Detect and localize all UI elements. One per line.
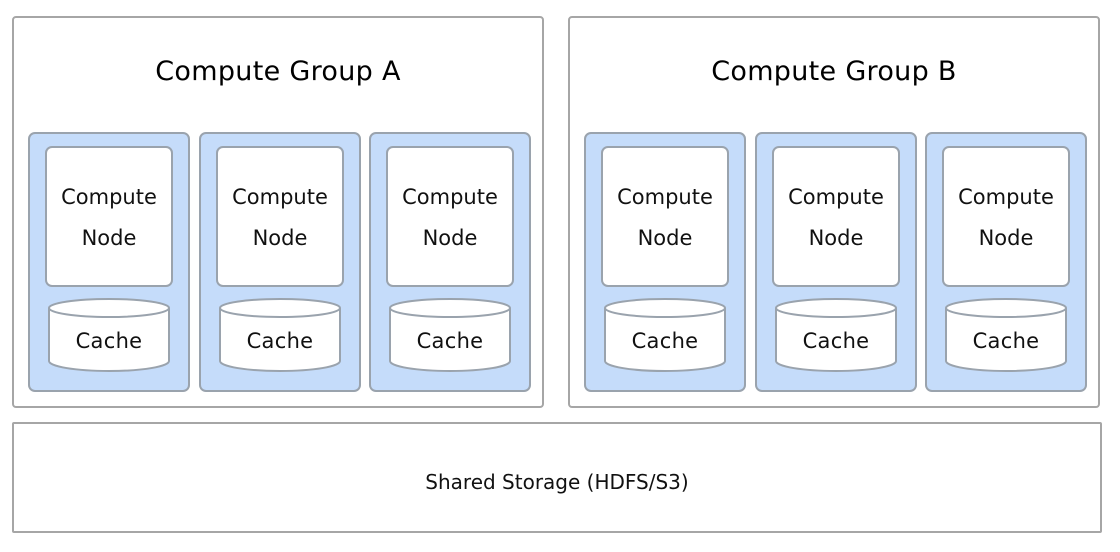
- compute-group-b-node-3: Compute Node Cache: [925, 132, 1087, 392]
- cache-cylinder-icon: [775, 298, 897, 372]
- compute-group-a-node-2: Compute Node Cache: [199, 132, 361, 392]
- compute-node-box: Compute Node: [45, 146, 173, 287]
- compute-group-a-node-1: Compute Node Cache: [28, 132, 190, 392]
- cache-label: Cache: [416, 329, 484, 353]
- compute-group-b: Compute Group B Compute Node Cache Compu…: [568, 16, 1100, 408]
- cache-cylinder: Cache: [604, 298, 726, 373]
- cache-label: Cache: [802, 329, 870, 353]
- compute-node-box: Compute Node: [942, 146, 1070, 287]
- cache-cylinder: Cache: [389, 298, 511, 373]
- cache-cylinder: Cache: [945, 298, 1067, 373]
- compute-group-b-node-1: Compute Node Cache: [584, 132, 746, 392]
- cache-cylinder-icon: [389, 298, 511, 372]
- compute-node-box: Compute Node: [772, 146, 900, 287]
- shared-storage: Shared Storage (HDFS/S3): [12, 422, 1102, 533]
- compute-group-b-nodes: Compute Node Cache Compute Node Cache: [584, 132, 1087, 392]
- cache-cylinder-icon: [219, 298, 341, 372]
- cache-label: Cache: [246, 329, 314, 353]
- compute-node-label: Compute Node: [61, 185, 157, 250]
- cache-cylinder: Cache: [775, 298, 897, 373]
- shared-storage-label: Shared Storage (HDFS/S3): [425, 469, 689, 494]
- compute-group-a: Compute Group A Compute Node Cache Compu…: [12, 16, 544, 408]
- cache-label: Cache: [75, 329, 143, 353]
- compute-node-box: Compute Node: [601, 146, 729, 287]
- compute-group-a-title: Compute Group A: [155, 56, 401, 87]
- cache-cylinder-icon: [945, 298, 1067, 372]
- cache-label: Cache: [972, 329, 1040, 353]
- compute-node-label: Compute Node: [788, 185, 884, 250]
- cache-cylinder-icon: [48, 298, 170, 372]
- cache-cylinder-icon: [604, 298, 726, 372]
- compute-node-box: Compute Node: [216, 146, 344, 287]
- compute-group-a-node-3: Compute Node Cache: [369, 132, 531, 392]
- compute-group-b-node-2: Compute Node Cache: [755, 132, 917, 392]
- compute-node-label: Compute Node: [617, 185, 713, 250]
- compute-node-label: Compute Node: [402, 185, 498, 250]
- cache-cylinder: Cache: [219, 298, 341, 373]
- cache-label: Cache: [631, 329, 699, 353]
- cache-cylinder: Cache: [48, 298, 170, 373]
- compute-group-a-nodes: Compute Node Cache Compute Node Cache: [28, 132, 531, 392]
- compute-group-b-title: Compute Group B: [711, 56, 957, 87]
- compute-node-label: Compute Node: [232, 185, 328, 250]
- compute-node-label: Compute Node: [958, 185, 1054, 250]
- compute-node-box: Compute Node: [386, 146, 514, 287]
